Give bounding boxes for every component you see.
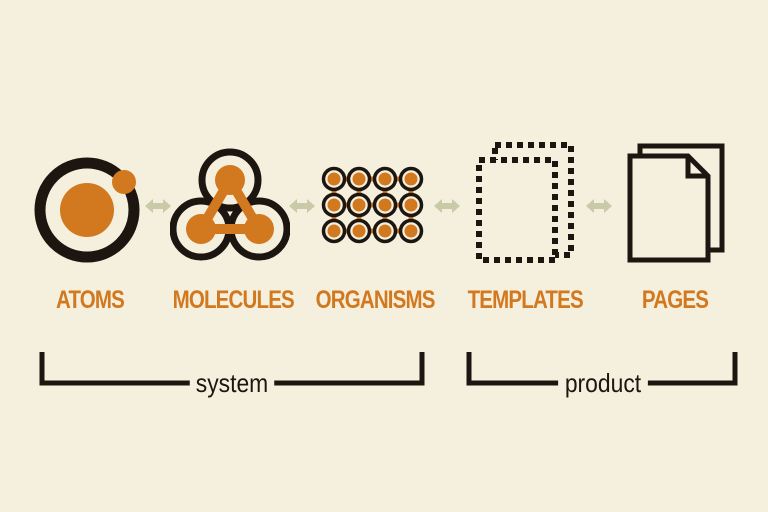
stage-label-molecules: MOLECULES — [172, 286, 295, 314]
template-icon — [476, 142, 574, 263]
double-arrow-icon — [586, 199, 612, 213]
group-label-product: product — [558, 363, 648, 403]
double-arrow-icon — [434, 199, 460, 213]
molecule-icon — [170, 148, 290, 261]
organism-cell — [398, 192, 424, 218]
organism-cell — [346, 192, 372, 218]
stage-label-atoms: ATOMS — [55, 286, 125, 314]
organism-cell — [321, 166, 347, 192]
stage-label-templates: TEMPLATES — [467, 286, 584, 314]
pages-icon — [627, 143, 725, 263]
stage-label-pages: PAGES — [641, 286, 709, 314]
organism-cell — [398, 166, 424, 192]
organism-cell — [346, 218, 372, 244]
organism-cell — [398, 218, 424, 244]
double-arrow-icon — [145, 199, 171, 213]
organism-cell — [321, 192, 347, 218]
organism-cell — [346, 166, 372, 192]
atom-icon — [34, 157, 140, 263]
double-arrow-icon — [289, 199, 315, 213]
organism-icon — [321, 166, 424, 244]
organism-cell — [372, 166, 398, 192]
organism-cell — [321, 218, 347, 244]
organism-cell — [372, 218, 398, 244]
organism-cell — [372, 192, 398, 218]
stage-label-organisms: ORGANISMS — [315, 286, 436, 314]
group-label-system: system — [189, 363, 275, 403]
